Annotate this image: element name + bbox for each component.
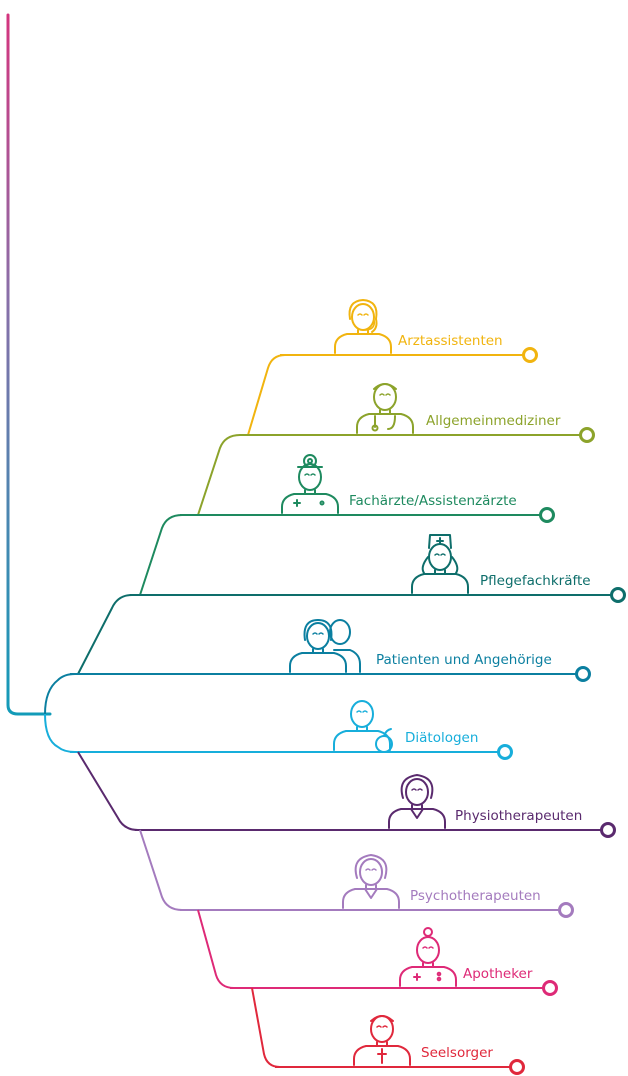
dietitian-apple-icon bbox=[333, 700, 393, 753]
specialist-head-mirror-icon bbox=[281, 454, 339, 514]
branch-end-ring bbox=[610, 587, 626, 603]
role-label: Apotheker bbox=[463, 966, 533, 982]
role-label: Diätologen bbox=[405, 730, 479, 746]
branch-end-ring bbox=[522, 347, 538, 363]
role-label: Patienten und Angehörige bbox=[376, 652, 552, 668]
role-label: Arztassistenten bbox=[398, 333, 503, 349]
branch-connector bbox=[77, 751, 139, 831]
psychotherapist-icon bbox=[342, 854, 400, 909]
branch-end-ring bbox=[509, 1059, 525, 1075]
branch-connector bbox=[77, 594, 133, 675]
branch-connector bbox=[139, 829, 183, 911]
pharmacist-icon bbox=[399, 927, 457, 987]
branch-connector bbox=[251, 987, 281, 1068]
branch-end-ring bbox=[497, 744, 513, 760]
doctor-stethoscope-icon bbox=[356, 383, 414, 434]
female-assistant-headset-icon bbox=[334, 299, 392, 354]
branch-end-ring bbox=[579, 427, 595, 443]
branch-end-ring bbox=[542, 980, 558, 996]
role-label: Pflegefachkräfte bbox=[480, 573, 591, 589]
patient-and-relative-icon bbox=[289, 619, 361, 673]
role-icons bbox=[281, 299, 469, 1066]
main-trunk-line bbox=[6, 13, 52, 716]
branch-connector bbox=[197, 909, 235, 989]
branch-end-ring bbox=[539, 507, 555, 523]
branch-connector bbox=[247, 354, 286, 436]
chaplain-cross-icon bbox=[353, 1015, 411, 1066]
role-label: Fachärzte/Assistenzärzte bbox=[349, 493, 517, 509]
role-label: Physiotherapeuten bbox=[455, 808, 583, 824]
branch-connector bbox=[44, 673, 76, 715]
role-label: Seelsorger bbox=[421, 1045, 493, 1061]
branch-connector bbox=[44, 713, 76, 753]
branch-end-ring bbox=[575, 666, 591, 682]
branch-lines bbox=[44, 347, 626, 1075]
nurse-icon bbox=[411, 534, 469, 594]
role-label: Allgemeinmediziner bbox=[426, 413, 561, 429]
branch-end-ring bbox=[600, 822, 616, 838]
branch-connector bbox=[139, 514, 183, 596]
branch-connector bbox=[197, 434, 241, 516]
physiotherapist-icon bbox=[388, 774, 446, 829]
branch-end-ring bbox=[558, 902, 574, 918]
role-label: Psychotherapeuten bbox=[410, 888, 541, 904]
